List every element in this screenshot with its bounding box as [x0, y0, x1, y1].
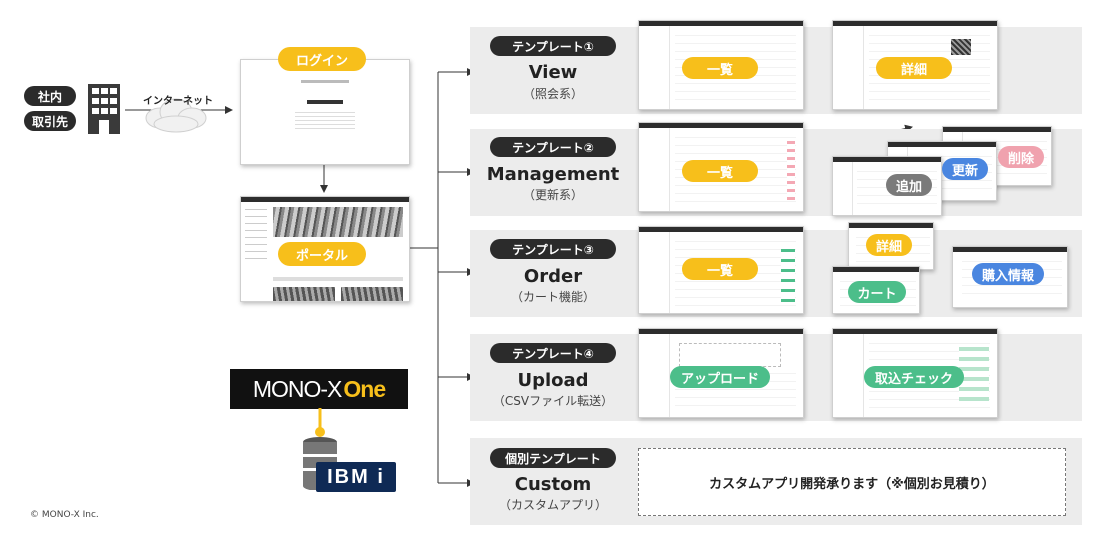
ibm-i-logo: IBM i — [316, 462, 396, 492]
user-partner-badge: 取引先 — [24, 111, 76, 131]
mono-x-one-logo: MONO-X One — [230, 369, 408, 409]
template-1-name: View — [528, 62, 578, 83]
management-delete-label: 削除 — [998, 146, 1044, 168]
management-list-label: 一覧 — [682, 160, 758, 182]
order-list-screen — [638, 226, 804, 314]
order-detail-label: 詳細 — [866, 234, 912, 256]
template-3-name: Order — [523, 266, 583, 287]
copyright-text: © MONO-X Inc. — [30, 510, 99, 520]
order-cart-label: カート — [848, 281, 906, 303]
cloud-icon — [145, 98, 207, 133]
template-2-sub: （更新系） — [522, 188, 583, 202]
template-4-name: Upload — [517, 370, 589, 391]
template-2-tag: テンプレート② — [490, 137, 616, 157]
template-5-sub: （カスタムアプリ） — [498, 498, 607, 512]
order-list-label: 一覧 — [682, 258, 758, 280]
view-list-label: 一覧 — [682, 57, 758, 79]
mono-x-text: MONO-X — [252, 375, 343, 402]
upload-label: アップロード — [670, 366, 770, 388]
template-3-tag: テンプレート③ — [490, 239, 616, 259]
user-internal-badge: 社内 — [24, 86, 76, 106]
building-icon — [88, 84, 120, 134]
template-4-tag: テンプレート④ — [490, 343, 616, 363]
order-purchase-label: 購入情報 — [972, 263, 1044, 285]
template-5-name: Custom — [514, 474, 592, 495]
view-detail-label: 詳細 — [876, 57, 952, 79]
template-1-sub: （照会系） — [522, 87, 583, 101]
login-label: ログイン — [278, 47, 366, 71]
portal-label: ポータル — [278, 242, 366, 266]
management-add-label: 追加 — [886, 174, 932, 196]
template-5-tag: 個別テンプレート — [490, 448, 616, 468]
import-check-label: 取込チェック — [864, 366, 964, 388]
management-update-label: 更新 — [942, 158, 988, 180]
one-text: One — [343, 375, 386, 402]
template-2-name: Management — [486, 164, 620, 185]
internet-label: インターネット — [143, 96, 213, 107]
template-1-tag: テンプレート① — [490, 36, 616, 56]
template-3-sub: （カート機能） — [510, 290, 595, 304]
login-screen-thumbnail — [240, 59, 410, 165]
custom-app-note: カスタムアプリ開発承ります（※個別お見積り） — [638, 448, 1066, 516]
template-4-sub: （CSVファイル転送） — [492, 394, 614, 408]
